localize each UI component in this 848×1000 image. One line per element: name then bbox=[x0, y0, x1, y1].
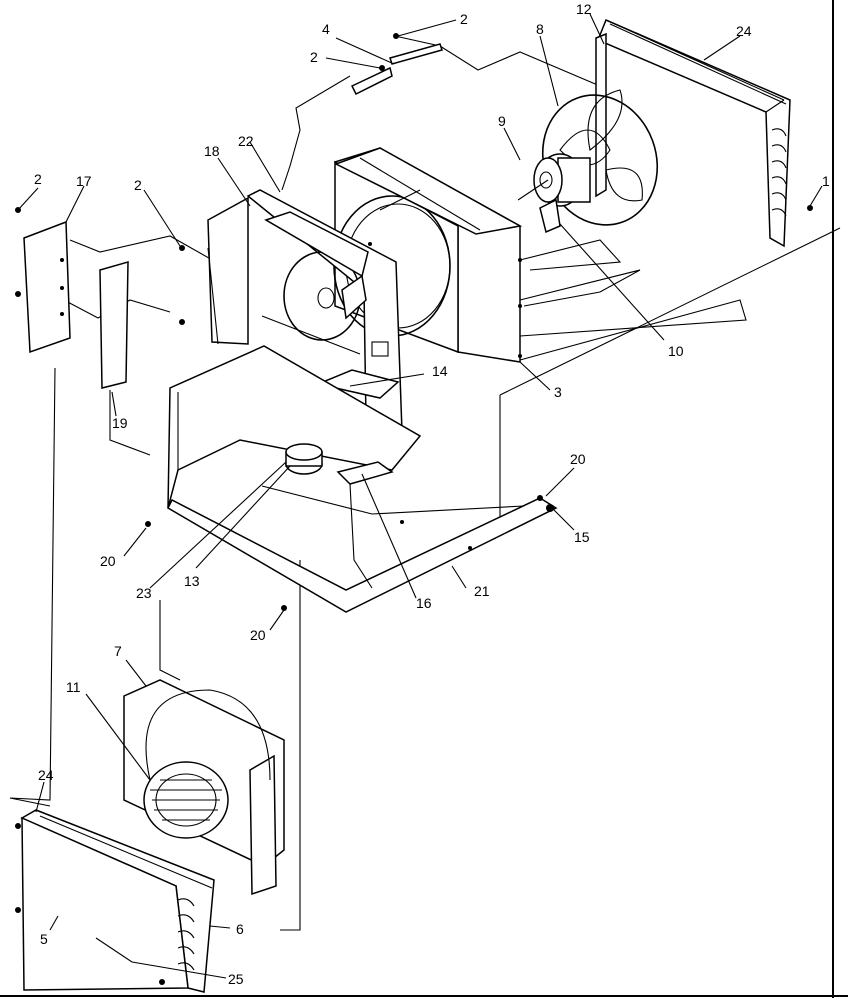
callout-6: 6 bbox=[236, 921, 244, 937]
callout-20-bottom: 20 bbox=[250, 627, 266, 643]
callout-22: 22 bbox=[238, 133, 254, 149]
motor-mount bbox=[539, 198, 561, 234]
callout-15: 15 bbox=[574, 529, 590, 545]
callout-2-left: 2 bbox=[34, 171, 42, 187]
callout-24-top: 24 bbox=[736, 23, 752, 39]
callout-20-right: 20 bbox=[570, 451, 586, 467]
callout-12: 12 bbox=[576, 1, 592, 17]
callout-20-left: 20 bbox=[100, 553, 116, 569]
callout-leaders bbox=[17, 13, 823, 979]
callout-25: 25 bbox=[228, 971, 244, 987]
callout-10: 10 bbox=[668, 343, 684, 359]
side-bracket bbox=[23, 220, 71, 354]
callout-8: 8 bbox=[536, 21, 544, 37]
callout-24-bottom: 24 bbox=[38, 767, 54, 783]
callout-21: 21 bbox=[474, 583, 490, 599]
top-rails bbox=[207, 43, 443, 345]
callout-19: 19 bbox=[112, 415, 128, 431]
partition-panel bbox=[207, 189, 403, 434]
condenser-coil-top bbox=[595, 19, 791, 248]
callout-2-rail: 2 bbox=[310, 49, 318, 65]
callout-2-top: 2 bbox=[460, 11, 468, 27]
callout-labels: 1 2 2 2 2 3 4 5 6 7 8 9 10 11 12 13 14 1… bbox=[34, 1, 830, 987]
callout-1: 1 bbox=[822, 173, 830, 189]
bracket bbox=[315, 369, 400, 399]
callout-5: 5 bbox=[40, 931, 48, 947]
callout-14: 14 bbox=[432, 363, 448, 379]
fan-motor bbox=[517, 153, 591, 207]
callout-3: 3 bbox=[554, 384, 562, 400]
capacitor bbox=[285, 443, 323, 475]
callout-9: 9 bbox=[498, 113, 506, 129]
callout-7: 7 bbox=[114, 643, 122, 659]
callout-18: 18 bbox=[204, 143, 220, 159]
callout-11: 11 bbox=[66, 679, 81, 695]
blower-wheel bbox=[143, 761, 229, 839]
callout-13: 13 bbox=[184, 573, 200, 589]
callout-17: 17 bbox=[76, 173, 92, 189]
insulation-strip bbox=[99, 261, 129, 389]
callout-2-mid: 2 bbox=[134, 177, 142, 193]
assembly-guide-lines bbox=[9, 35, 841, 931]
callout-16: 16 bbox=[416, 595, 432, 611]
callout-4: 4 bbox=[322, 21, 330, 37]
callout-23: 23 bbox=[136, 585, 152, 601]
